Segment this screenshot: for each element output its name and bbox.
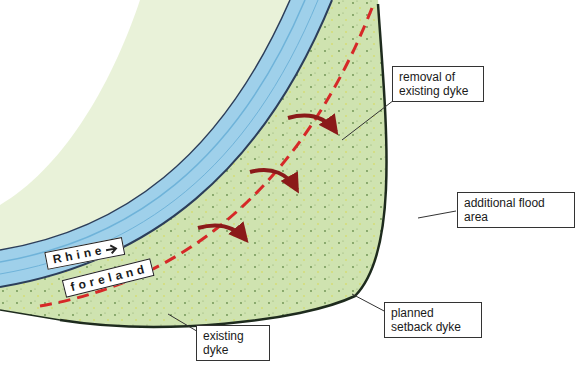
river-bank: [0, 0, 290, 250]
leader-line: [418, 211, 456, 218]
leader-line: [342, 100, 394, 140]
dyke-edge: [0, 310, 60, 320]
flow-arrow: [198, 226, 246, 240]
ground-texture: [0, 0, 387, 327]
direction-arrow: [104, 242, 120, 256]
river: [0, 0, 332, 287]
flood-area: [0, 0, 387, 327]
label-text: additional flood area: [464, 196, 568, 224]
label-text: removal of existing dyke: [399, 70, 477, 98]
leader-line: [352, 294, 386, 312]
river-tag: Rhine: [44, 237, 125, 270]
label-text: planned setback dyke: [391, 306, 475, 334]
callout-box: existing dyke: [196, 325, 270, 361]
label-text: existing dyke: [203, 329, 263, 357]
removed-dyke: [40, 8, 372, 306]
label-text: foreland: [69, 261, 149, 294]
flow-arrow: [250, 170, 297, 190]
callout-box: additional flood area: [457, 192, 575, 228]
callout-box: planned setback dyke: [384, 302, 482, 338]
river-bank: [0, 0, 332, 287]
callout-box: removal of existing dyke: [392, 66, 484, 102]
river-stream: [0, 0, 318, 274]
label-text: Rhine: [52, 243, 107, 267]
flow-arrow: [288, 116, 336, 132]
setback-dyke: [60, 4, 387, 327]
